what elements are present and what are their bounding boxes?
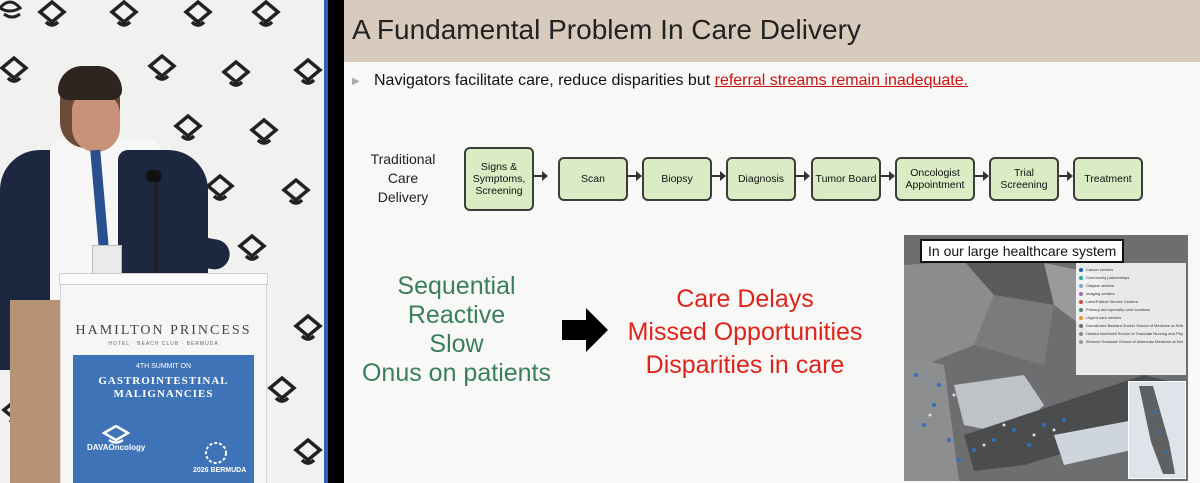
care-characteristics: Sequential Reactive Slow Onus on patient…	[344, 272, 569, 388]
banner-event: 2026 BERMUDA	[193, 467, 247, 474]
speaker-camera-view: HAMILTON PRINCESS HOTEL · BEACH CLUB · B…	[0, 0, 328, 483]
flow-step-treatment: Treatment	[1073, 157, 1143, 201]
flow-arrow-icon	[796, 171, 810, 181]
legend-label: Elmezzi Graduate School of Molecular Med…	[1086, 339, 1183, 344]
legend-item: Community partnerships	[1079, 274, 1183, 282]
speaker-face	[72, 92, 120, 152]
care-consequences: Care Delays Missed Opportunities Dispari…	[600, 283, 890, 382]
legend-dot-icon	[1079, 300, 1083, 304]
panel-divider	[324, 0, 328, 483]
legend-dot-icon	[1079, 268, 1083, 272]
flow-arrow-icon	[1059, 171, 1073, 181]
microphone-icon	[146, 170, 162, 182]
podium-brand: HAMILTON PRINCESS	[75, 323, 252, 338]
flow-step-diagnosis: Diagnosis	[726, 157, 796, 201]
legend-item: Elmezzi Graduate School of Molecular Med…	[1079, 338, 1183, 346]
legend-label: Community partnerships	[1086, 275, 1130, 280]
legend-label: Urgent care centers	[1086, 315, 1122, 320]
legend-label: Imaging centers	[1086, 291, 1115, 296]
bullet-highlight: referral streams remain inadequate.	[714, 72, 969, 89]
consequence-item: Care Delays	[676, 285, 814, 313]
dava-logo-icon	[101, 425, 131, 444]
flow-label-line: Delivery	[377, 189, 429, 205]
map-legend: Cancer centers Community partnerships Di…	[1076, 263, 1186, 375]
flow-step-oncologist-appointment: Oncologist Appointment	[895, 157, 975, 201]
legend-item: Primary and specialty care locations	[1079, 306, 1183, 314]
flow-step-scan: Scan	[558, 157, 628, 201]
legend-dot-icon	[1079, 332, 1083, 336]
legend-item: Dialysis centers	[1079, 282, 1183, 290]
event-banner: 4TH SUMMIT ON GASTROINTESTINAL MALIGNANC…	[73, 355, 254, 483]
bullet-point: Navigators facilitate care, reduce dispa…	[374, 72, 968, 90]
healthcare-system-map: In our large healthcare system Cancer ce…	[904, 235, 1188, 481]
inset-map-shape	[1139, 386, 1175, 474]
flow-arrow-icon	[975, 171, 989, 181]
podium: HAMILTON PRINCESS HOTEL · BEACH CLUB · B…	[59, 273, 268, 483]
slide-header: A Fundamental Problem In Care Delivery	[344, 0, 1200, 62]
legend-item: Cancer centers	[1079, 266, 1183, 274]
banner-line-3: MALIGNANCIES	[113, 388, 214, 400]
consequence-item: Missed Opportunities	[627, 318, 863, 346]
flow-arrow-icon	[628, 171, 642, 181]
banner-line-1: 4TH SUMMIT ON	[135, 363, 192, 370]
speaker-legs	[10, 300, 65, 483]
flow-step-tumor-board: Tumor Board	[811, 157, 881, 201]
characteristic-item: Onus on patients	[361, 359, 551, 387]
legend-dot-icon	[1079, 276, 1083, 280]
flow-label-line: Care	[387, 170, 419, 186]
legend-label: Dialysis centers	[1086, 283, 1115, 288]
flow-step-biopsy: Biopsy	[642, 157, 712, 201]
name-badge	[92, 245, 122, 277]
flow-arrow-icon	[534, 171, 548, 181]
microphone-stand	[154, 175, 158, 285]
flow-arrow-icon	[881, 171, 895, 181]
banner-title: GASTROINTESTINAL MALIGNANCIES	[73, 375, 254, 401]
legend-item: Labs/Patient Service Centers	[1079, 298, 1183, 306]
banner-line-2: GASTROINTESTINAL	[98, 375, 229, 387]
legend-dot-icon	[1079, 292, 1083, 296]
legend-label: Primary and specialty care locations	[1086, 307, 1151, 312]
podium-brand-sub: HOTEL · BEACH CLUB · BERMUDA	[108, 341, 219, 347]
legend-dot-icon	[1079, 284, 1083, 288]
flow-label: Traditional Care Delivery	[358, 150, 448, 207]
map-title: In our large healthcare system	[920, 239, 1125, 263]
legend-dot-icon	[1079, 324, 1083, 328]
flow-step-trial-screening: Trial Screening	[989, 157, 1059, 201]
bullet-text: Navigators facilitate care, reduce dispa…	[374, 72, 715, 89]
flow-arrow-icon	[712, 171, 726, 181]
banner-sponsor: DAVAOncology	[87, 443, 146, 452]
legend-dot-icon	[1079, 340, 1083, 344]
flow-step-signs-symptoms: Signs & Symptoms, Screening	[464, 147, 534, 211]
legend-label: Hofstra Northwell School of Graduate Nur…	[1086, 331, 1183, 336]
characteristic-item: Sequential	[397, 272, 516, 300]
bermuda-logo-icon	[205, 442, 227, 464]
legend-label: Donald and Barbara Zucker School of Medi…	[1086, 323, 1183, 328]
right-arrow-icon	[562, 308, 608, 352]
map-inset-manhattan	[1128, 381, 1186, 479]
consequence-item: Disparities in care	[645, 351, 845, 379]
legend-dot-icon	[1079, 316, 1083, 320]
legend-label: Labs/Patient Service Centers	[1086, 299, 1138, 304]
legend-item: Imaging centers	[1079, 290, 1183, 298]
bullet-triangle-icon: ▶	[352, 76, 360, 87]
presentation-slide: A Fundamental Problem In Care Delivery ▶…	[344, 0, 1200, 483]
legend-item: Urgent care centers	[1079, 314, 1183, 322]
characteristic-item: Reactive	[407, 301, 506, 329]
legend-item: Hofstra Northwell School of Graduate Nur…	[1079, 330, 1183, 338]
flow-label-line: Traditional	[370, 151, 436, 167]
legend-dot-icon	[1079, 308, 1083, 312]
speaker-jacket-right	[118, 150, 208, 290]
podium-top	[59, 273, 268, 285]
legend-item: Donald and Barbara Zucker School of Medi…	[1079, 322, 1183, 330]
speaker-hair	[58, 66, 122, 100]
legend-label: Cancer centers	[1086, 267, 1114, 272]
backdrop-logo-pattern	[0, 0, 323, 465]
slide-title: A Fundamental Problem In Care Delivery	[352, 14, 861, 45]
characteristic-item: Slow	[429, 330, 484, 358]
